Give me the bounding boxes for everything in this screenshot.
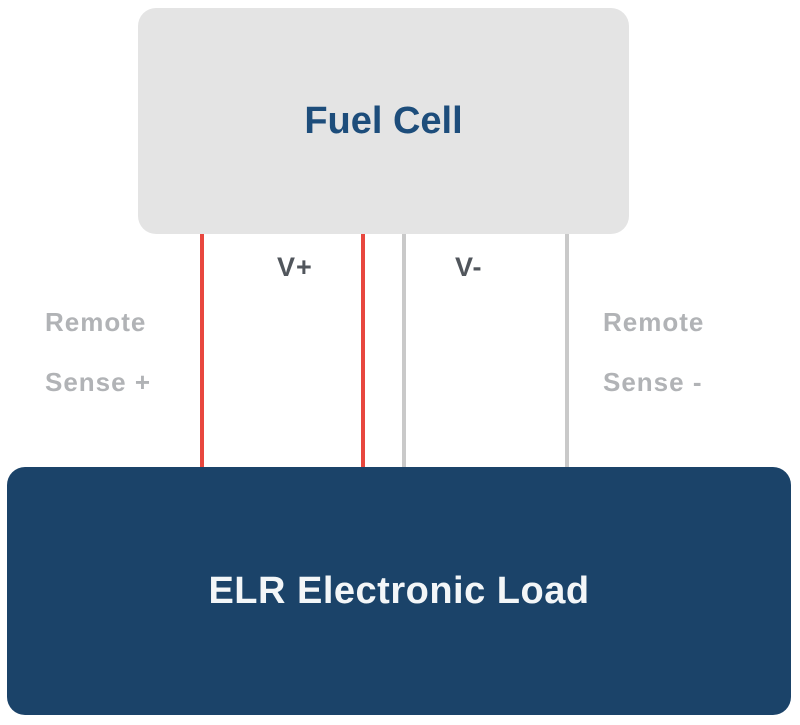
electronic-load-box: ELR Electronic Load: [7, 467, 791, 715]
remote-sense-minus-line1: Remote: [603, 307, 705, 337]
v-plus-wire: [361, 234, 365, 467]
fuel-cell-label: Fuel Cell: [304, 99, 463, 142]
remote-sense-minus-label: Remote Sense -: [603, 292, 704, 412]
remote-sense-plus-line1: Remote: [45, 307, 147, 337]
v-minus-label: V-: [455, 252, 483, 282]
remote-sense-plus-label: Remote Sense +: [45, 292, 151, 412]
electronic-load-label: ELR Electronic Load: [208, 569, 590, 612]
v-plus-label: V+: [277, 252, 313, 282]
fuel-cell-box: Fuel Cell: [138, 8, 629, 234]
v-minus-wire: [402, 234, 406, 467]
remote-sense-minus-line2: Sense -: [603, 367, 703, 397]
remote-sense-minus-wire: [565, 234, 569, 467]
remote-sense-plus-wire: [200, 234, 204, 467]
remote-sense-plus-line2: Sense +: [45, 367, 152, 397]
